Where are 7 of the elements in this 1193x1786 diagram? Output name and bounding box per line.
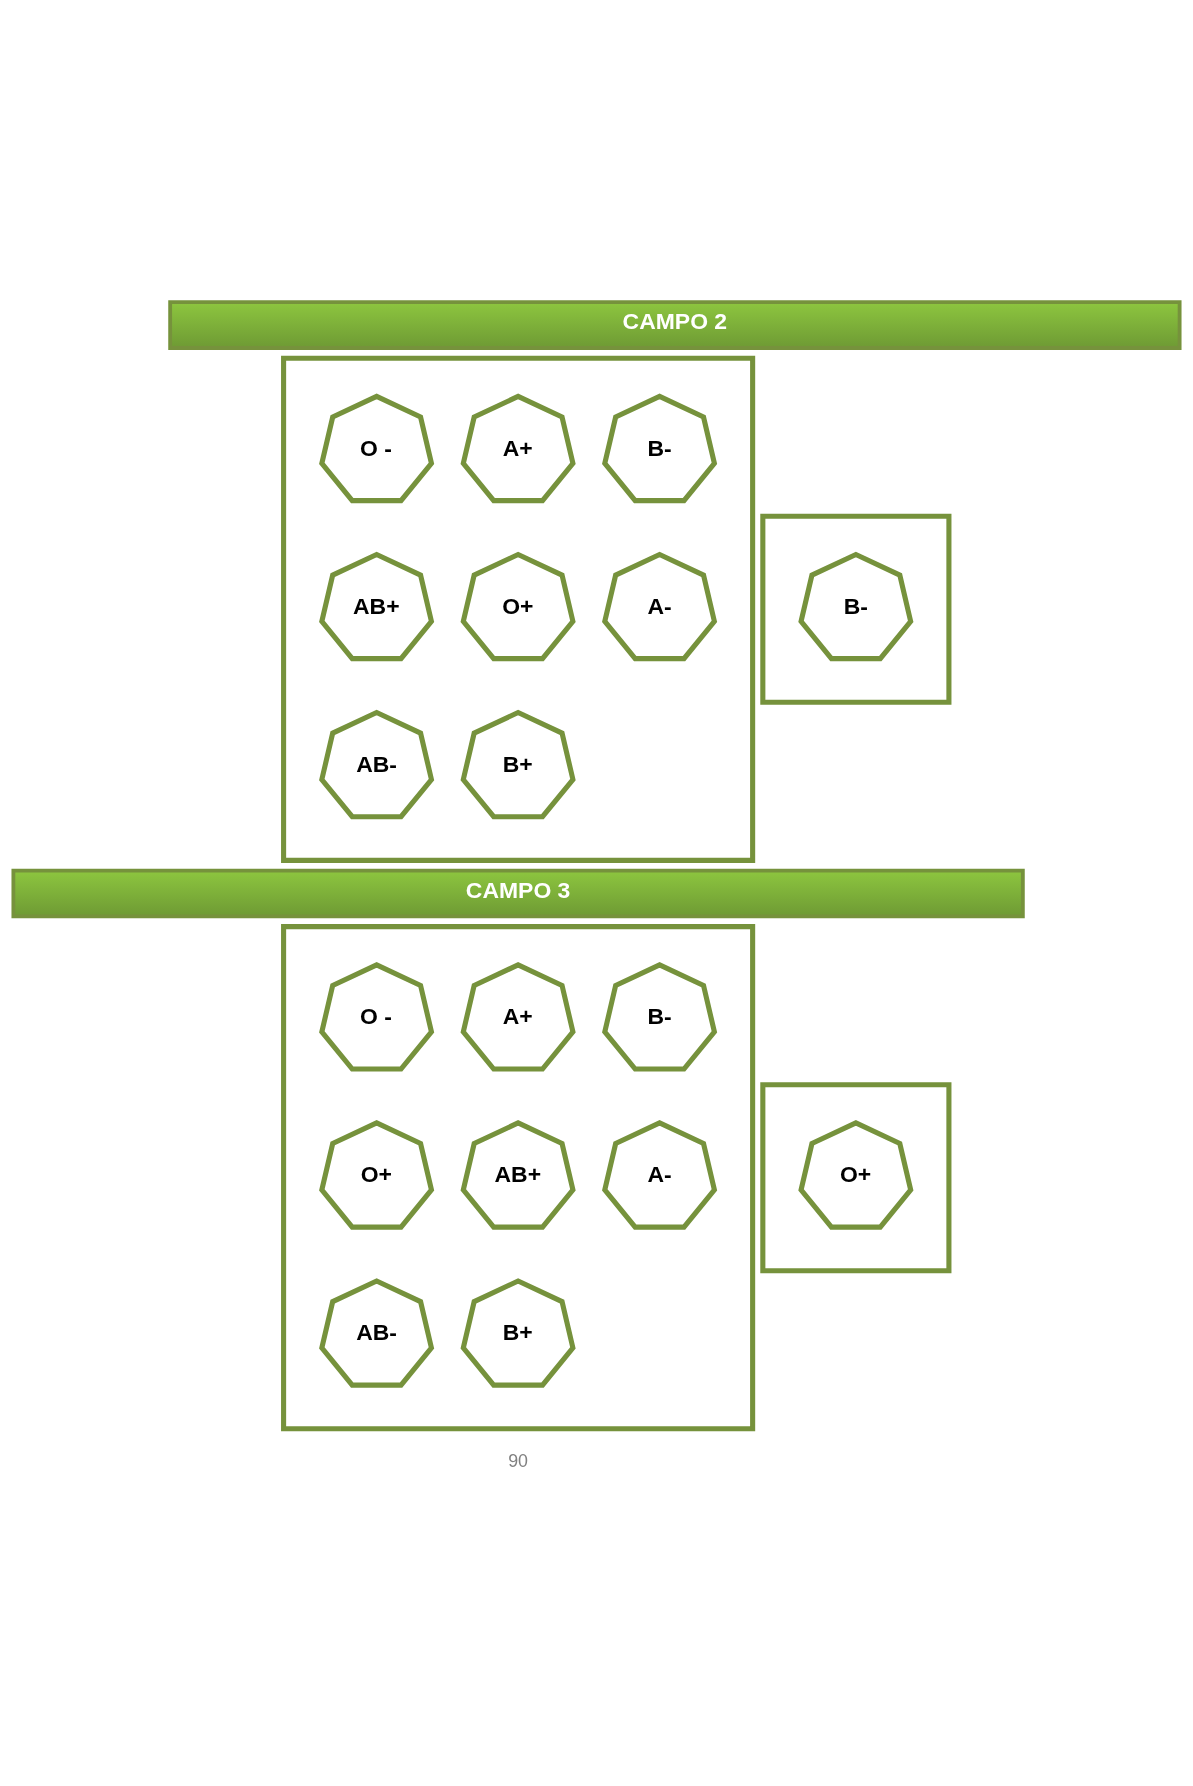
cluster	[760, 1081, 952, 1273]
cluster	[760, 513, 952, 705]
cluster	[281, 923, 756, 1431]
node-box: CAMPO 3	[11, 868, 1025, 918]
label: 90	[508, 1450, 529, 1471]
cluster	[281, 355, 756, 863]
node-box: CAMPO 2	[168, 299, 1182, 350]
